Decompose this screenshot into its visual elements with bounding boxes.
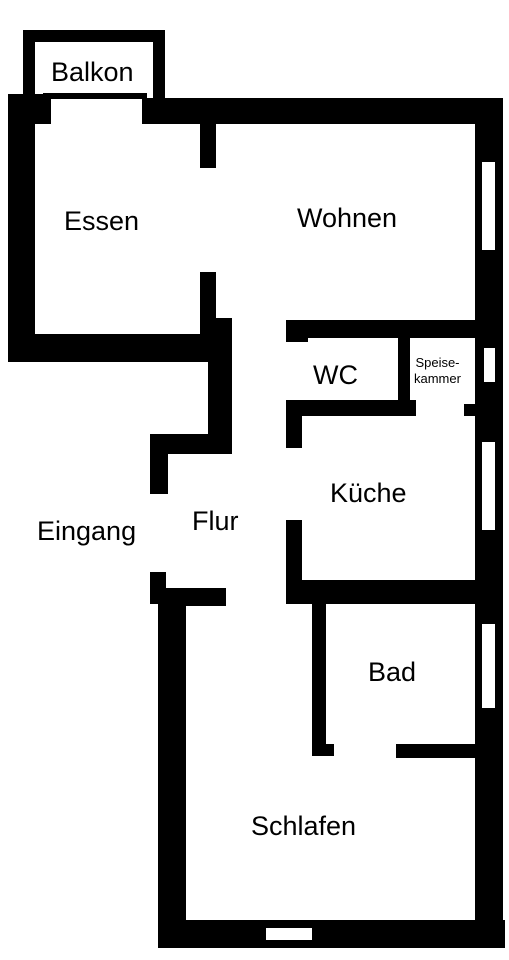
room-label-speisekammer: Speise- kammer (414, 355, 461, 387)
wall-entrance-horizontal (150, 434, 232, 454)
outer-wall-top-right (142, 98, 503, 124)
balkon-door (52, 99, 142, 116)
wall-speisekammer-bottom (464, 404, 478, 416)
balkon-wall-top (23, 30, 165, 42)
window-bad (482, 624, 495, 708)
room-label-bad: Bad (368, 657, 417, 687)
wall-essen-wohnen-upper (200, 120, 216, 168)
room-label-eingang: Eingang (37, 516, 137, 546)
balkon-door-threshold (43, 93, 147, 99)
wall-entrance-top (208, 318, 232, 454)
wall-bottom (158, 920, 505, 948)
wall-wc-bottom (286, 400, 416, 416)
window-wohnen (482, 162, 495, 250)
room-label-kueche: Küche (330, 478, 407, 508)
room-label-balkon: Balkon (51, 57, 134, 87)
room-label-speisekammer-line2: kammer (414, 371, 461, 386)
room-label-wohnen: Wohnen (297, 203, 398, 233)
wall-bad-left (312, 590, 326, 756)
window-schlafen (266, 928, 312, 940)
outer-wall-bottom-essen (8, 334, 232, 362)
wall-entrance-jamb-upper (150, 434, 168, 494)
room-label-flur: Flur (192, 506, 239, 536)
wall-kueche-left-upper (286, 400, 302, 448)
outer-wall-left-essen (8, 94, 35, 340)
window-kueche (482, 442, 495, 530)
balkon-wall-left (23, 30, 35, 98)
room-label-wc: WC (313, 360, 358, 390)
wall-bad-bottom-right (396, 744, 478, 758)
room-label-speisekammer-line1: Speise- (415, 355, 460, 370)
room-label-essen: Essen (64, 206, 140, 236)
balkon-wall-right (153, 30, 165, 98)
window-speisekammer (484, 348, 495, 382)
wall-schlafen-top-left (158, 588, 226, 606)
room-label-schlafen: Schlafen (251, 811, 357, 841)
wall-wc-left (286, 320, 308, 342)
wall-wc-top (286, 320, 478, 338)
wall-bad-bottom-left (312, 744, 334, 756)
wall-wc-speisekammer (398, 330, 410, 414)
wall-schlafen-left (158, 590, 186, 948)
